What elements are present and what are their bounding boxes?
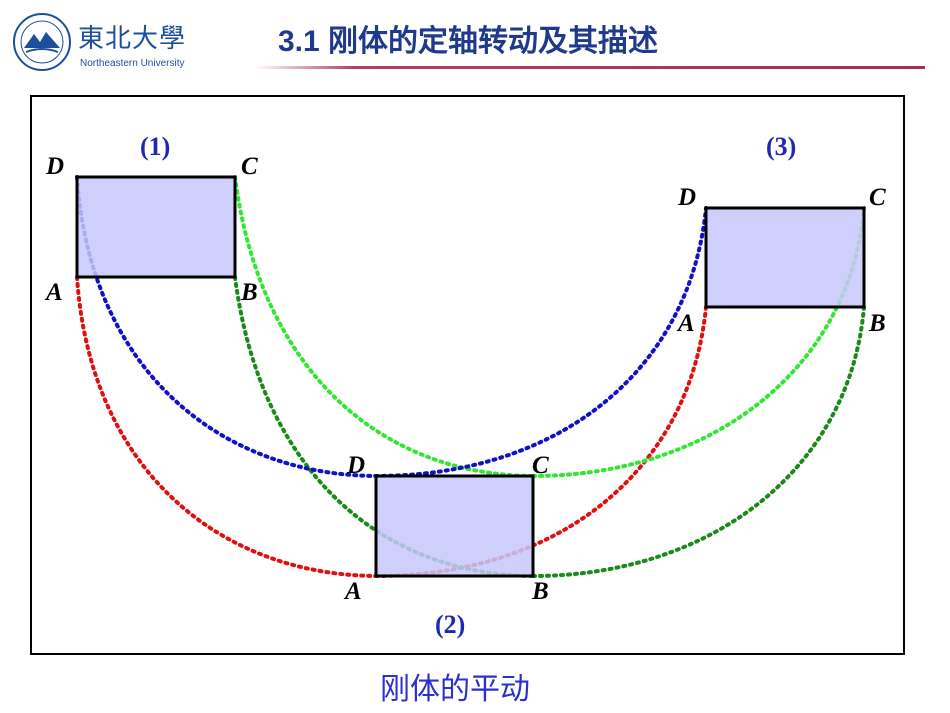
vertex-C-2: C [532, 452, 549, 479]
diagram-caption: 刚体的平动 [380, 672, 530, 707]
position-label-1: (1) [140, 132, 171, 161]
logo-name-en: Northeastern University [80, 58, 185, 69]
page-title: 3.1 刚体的定轴转动及其描述 [278, 25, 659, 58]
vertex-D-2: D [347, 452, 366, 479]
rigid-body-position-3 [704, 206, 866, 309]
vertex-D-3: D [678, 184, 697, 211]
diagram-frame [30, 95, 905, 655]
rigid-body-position-1 [75, 175, 237, 279]
logo-name-cn: 東北大學 [78, 24, 187, 54]
path-B-2-3 [531, 305, 866, 578]
vertex-B-2: B [532, 578, 549, 605]
vertex-C-1: C [241, 153, 258, 180]
position-label-3: (3) [766, 132, 797, 161]
vertex-A-2: A [345, 578, 362, 605]
university-logo: 東北大學 Northeastern University [12, 12, 212, 78]
vertex-B-3: B [869, 310, 886, 337]
path-A-1-2 [75, 275, 378, 578]
position-label-2: (2) [435, 610, 466, 639]
path-D-2-3 [374, 206, 708, 478]
path-C-1-2 [233, 175, 535, 478]
vertex-C-3: C [869, 184, 886, 211]
vertex-D-1: D [46, 153, 65, 180]
title-underline [255, 66, 925, 69]
rigid-body-position-2 [374, 474, 535, 578]
university-seal-icon [13, 13, 71, 71]
vertex-A-3: A [678, 310, 695, 337]
path-B-1-2 [233, 275, 535, 578]
vertex-B-1: B [241, 279, 258, 306]
vertex-A-1: A [46, 279, 63, 306]
